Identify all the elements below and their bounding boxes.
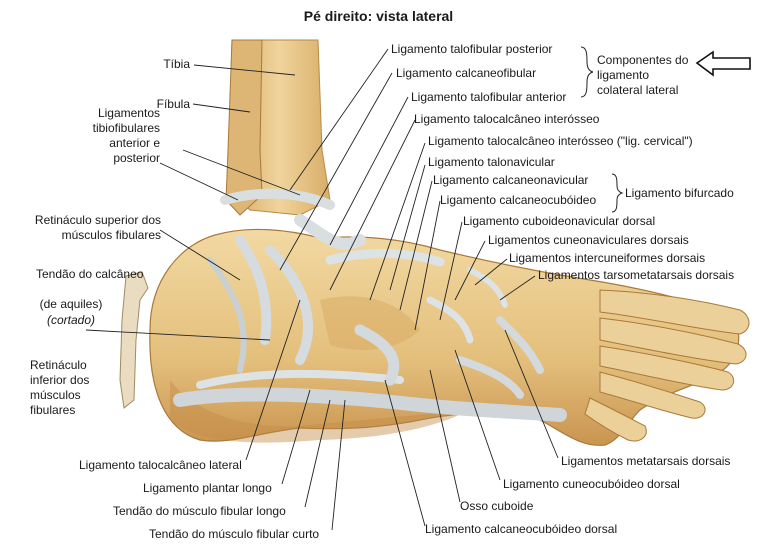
arrow-left-outline-icon — [697, 52, 750, 75]
label-plantar-longo: Ligamento plantar longo — [143, 481, 272, 496]
label-tibiofibular: Ligamentos tibiofibulares anterior e pos… — [72, 106, 160, 166]
label-talocalcaneo-cervical: Ligamento talocalcâneo interósseo ("lig.… — [428, 134, 693, 149]
label-calcaneocuboideo-dorsal: Ligamento calcaneocubóideo dorsal — [425, 522, 617, 537]
label-fibula: Fíbula — [157, 97, 190, 112]
label-tendao-calcaneo-line3: (cortado) — [36, 313, 106, 328]
label-talofibular-posterior: Ligamento talofibular posterior — [391, 42, 552, 57]
figure-title: Pé direito: vista lateral — [0, 8, 757, 24]
label-retinaculo-inferior: Retináculo inferior dos músculos fibular… — [30, 358, 100, 418]
label-talofibular-anterior: Ligamento talofibular anterior — [411, 90, 566, 105]
label-calcaneocuboideo: Ligamento calcaneocubóideo — [440, 193, 596, 208]
label-tendao-calcaneo-line2: (de aquiles) — [36, 297, 106, 312]
label-calcaneofibular: Ligamento calcaneofibular — [396, 66, 536, 81]
label-metatarsais: Ligamentos metatarsais dorsais — [561, 454, 730, 469]
label-tendao-calcaneo-line1: Tendão do calcâneo — [36, 267, 106, 282]
label-tibia: Tíbia — [163, 57, 190, 72]
label-intercuneiformes: Ligamentos intercuneiformes dorsais — [509, 251, 705, 266]
achilles-tendon — [120, 272, 148, 408]
label-cuneonaviculares: Ligamentos cuneonaviculares dorsais — [488, 233, 689, 248]
label-bifurcado: Ligamento bifurcado — [625, 186, 734, 201]
label-cuboideonavicular: Ligamento cuboideonavicular dorsal — [463, 214, 655, 229]
fibula-bone — [226, 40, 262, 215]
label-talonavicular: Ligamento talonavicular — [428, 155, 555, 170]
label-cuneocuboideo: Ligamento cuneocubóideo dorsal — [503, 477, 680, 492]
label-osso-cuboide: Osso cuboide — [460, 499, 533, 514]
label-retinaculo-superior: Retináculo superior dos músculos fibular… — [6, 213, 161, 243]
label-fibular-curto: Tendão do músculo fibular curto — [149, 527, 319, 542]
label-talocalcaneo-lateral: Ligamento talocalcâneo lateral — [79, 458, 242, 473]
label-fibular-longo: Tendão do músculo fibular longo — [113, 504, 286, 519]
label-talocalcaneo-interosseo: Ligamento talocalcâneo interósseo — [414, 112, 599, 127]
label-componentes: Componentes do ligamento colateral later… — [597, 53, 697, 98]
label-calcaneonavicular: Ligamento calcaneonavicular — [433, 173, 588, 188]
label-tarsometatarsais: Ligamentos tarsometatarsais dorsais — [538, 268, 734, 283]
